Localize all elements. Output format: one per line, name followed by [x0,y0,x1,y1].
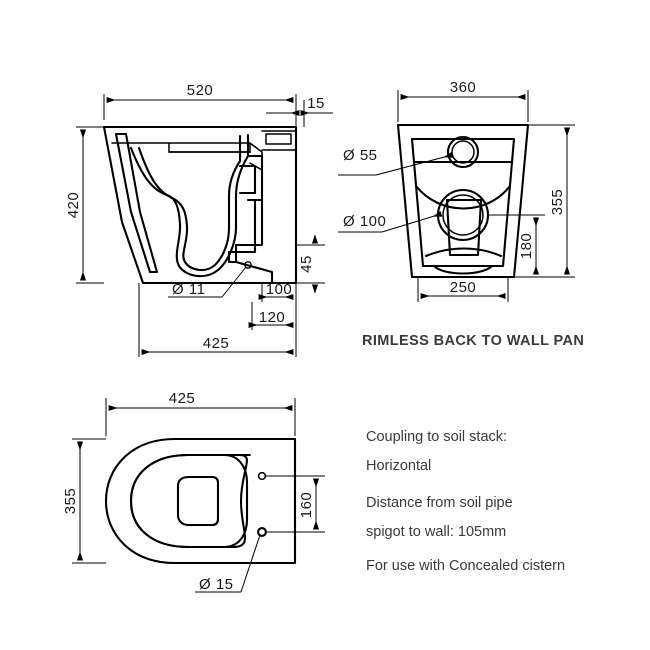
dimension-180-rear: 180 [488,214,545,275]
dimension-355-plan: 355 [62,438,106,564]
dimension-420-label: 420 [65,192,82,219]
note-line-5: For use with Concealed cistern [366,558,565,574]
note-line-1: Coupling to soil stack: [366,429,507,445]
plan-view: 425 355 160 [62,390,325,593]
pan-trap-outline-2 [227,134,242,230]
rear-base-lip [432,264,494,275]
plan-fixing-hole-top [257,471,267,481]
dimension-420: 420 [65,126,104,284]
dimension-120-label: 120 [259,309,286,326]
pan-left-inner-wall [114,132,159,274]
dimension-15-label: 15 [307,95,325,112]
dimension-425-side-label: 425 [203,335,230,352]
dimension-160-label: 160 [298,492,315,519]
dimension-250-label: 250 [450,279,477,296]
dimension-355-plan-label: 355 [62,488,79,515]
callout-dia-15: Ø 15 [195,534,261,593]
callout-dia-15-label: Ø 15 [199,576,234,593]
plan-bowl-outline [129,453,249,549]
base-foot-edge [235,261,273,273]
dimension-425-plan-label: 425 [169,390,196,407]
dimension-250: 250 [417,277,509,302]
side-elevation-view: 520 15 420 [65,82,333,357]
note-line-3: Distance from soil pipe [366,495,513,511]
callout-dia-11: Ø 11 [168,261,252,298]
note-line-4: spigot to wall: 105mm [366,524,506,540]
dimension-360: 360 [397,79,529,122]
dimension-520-label: 520 [187,82,214,99]
plan-outer-outline [104,437,297,565]
dimension-160: 160 [266,475,325,533]
dimension-360-label: 360 [450,79,477,96]
dimension-15: 15 [266,95,333,127]
dimension-425-plan: 425 [105,390,296,436]
back-wall-plate [261,130,297,151]
rear-vertical-rib [234,198,264,264]
soil-outlet-hole-inner [442,194,484,236]
dimension-355-rear: 355 [514,124,575,278]
flush-inlet-funnel [249,142,263,171]
callout-dia-100: Ø 100 [338,210,443,233]
dimension-120: 120 [248,302,297,330]
outlet-spigot-inner [238,164,257,195]
fixing-hole-marker [244,261,252,269]
callout-dia-55-label: Ø 55 [343,147,378,164]
callout-dia-11-label: Ø 11 [172,281,205,298]
pan-bowl-inner-profile-2 [137,146,231,271]
rear-base-shelf [424,247,503,258]
dimension-45: 45 [296,234,325,294]
rear-elevation-view: 360 Ø 55 Ø 100 [338,79,584,349]
note-line-2: Horizontal [366,458,431,474]
dimension-100-label: 100 [266,281,293,298]
dimension-425-side: 425 [138,283,297,357]
pan-body-outline [102,125,298,285]
callout-dia-100-label: Ø 100 [343,213,386,230]
dimension-180-rear-label: 180 [518,233,535,260]
dimension-45-label: 45 [298,255,315,273]
rear-vertical-rib-2 [227,198,257,264]
rear-bowl-curve [414,184,512,210]
plan-outlet-aperture [176,475,220,527]
notes-block: Coupling to soil stack: Horizontal Dista… [366,429,565,574]
dimension-100: 100 [258,281,297,302]
callout-dia-55: Ø 55 [338,147,454,176]
back-wall-plate-inner [265,133,292,145]
dimension-355-rear-label: 355 [549,189,566,216]
plan-fixing-hole-bottom [257,527,267,537]
drawing-title: RIMLESS BACK TO WALL PAN [362,333,584,349]
